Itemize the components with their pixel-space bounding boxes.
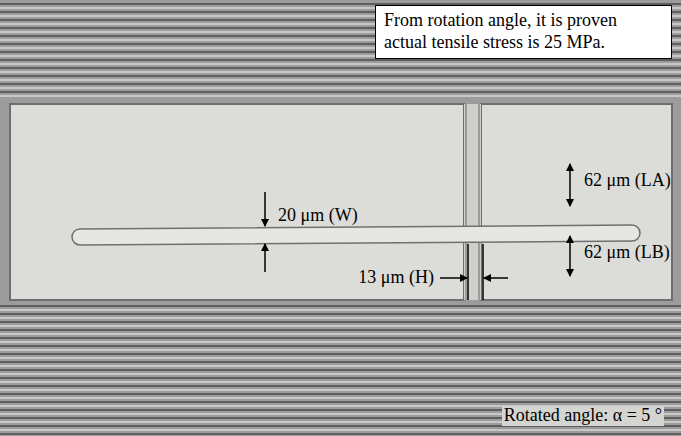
substrate-stripe (0, 317, 681, 319)
dimension-label: 62 μm (LA) (582, 171, 673, 191)
dimension-label: 62 μm (LB) (582, 243, 672, 263)
substrate-stripe (0, 329, 681, 331)
substrate-stripe (0, 385, 681, 387)
substrate-stripe (0, 305, 681, 307)
substrate-stripe (0, 365, 681, 367)
substrate-stripe (0, 353, 681, 355)
substrate-stripe (0, 337, 681, 339)
substrate-stripe (0, 91, 681, 93)
dimension-label: 20 μm (W) (276, 206, 360, 226)
substrate-stripe (0, 75, 681, 77)
substrate-stripe (0, 357, 681, 359)
substrate-stripe (0, 309, 681, 311)
angle-note: Rotated angle: α = 5 ° (502, 406, 664, 426)
substrate-stripe (0, 429, 681, 431)
substrate-stripe (0, 373, 681, 375)
substrate-stripe (0, 67, 681, 69)
substrate-stripe (0, 333, 681, 335)
substrate-stripe (0, 401, 681, 403)
dimension-label: 13 μm (H) (356, 268, 436, 288)
substrate-stripe (0, 361, 681, 363)
substrate-stripe (0, 345, 681, 347)
substrate-stripe (0, 83, 681, 85)
substrate-stripe (0, 71, 681, 73)
substrate-stripe (0, 325, 681, 327)
substrate-stripe (0, 381, 681, 383)
substrate-stripe (0, 369, 681, 371)
note-text: From rotation angle, it is proven actual… (384, 10, 663, 53)
substrate-stripe (0, 87, 681, 89)
substrate-stripe (0, 377, 681, 379)
substrate-stripe (0, 389, 681, 391)
substrate-stripe (0, 341, 681, 343)
substrate-stripe (0, 95, 681, 97)
note-box: From rotation angle, it is proven actual… (375, 5, 672, 59)
substrate-stripe (0, 313, 681, 315)
substrate-stripe (0, 397, 681, 399)
substrate-stripe (0, 59, 681, 61)
substrate-stripe (0, 349, 681, 351)
substrate-stripe (0, 321, 681, 323)
substrate-stripe (0, 79, 681, 81)
substrate-stripe (0, 63, 681, 65)
substrate-stripe (0, 433, 681, 435)
substrate-stripe (0, 393, 681, 395)
